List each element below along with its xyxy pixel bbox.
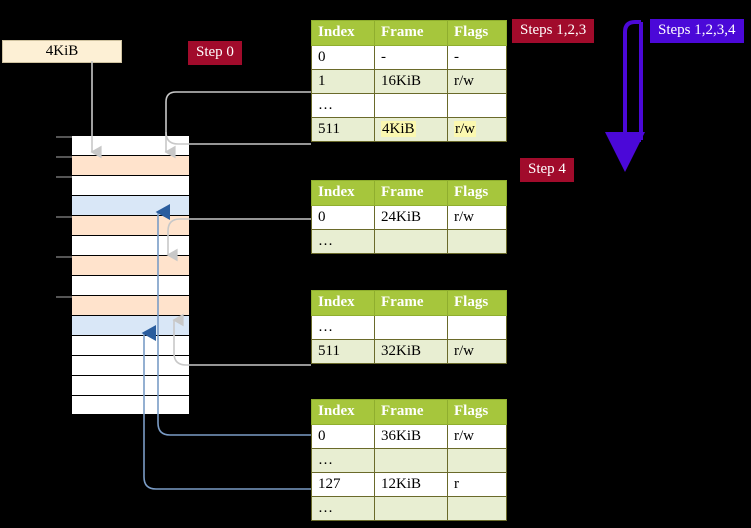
cell-flags: r/w: [447, 339, 507, 364]
cell-flags: [447, 448, 507, 473]
memory-frame-row: [71, 315, 190, 335]
cell-flags: [447, 93, 507, 118]
cell-frame: [374, 315, 448, 340]
memory-frame-row: [71, 335, 190, 355]
cell-frame: [374, 448, 448, 473]
cell-index: 0: [311, 45, 375, 70]
cell-flags: r/w: [447, 205, 507, 230]
cell-flags: [447, 229, 507, 254]
memory-frame-row: [56, 175, 190, 195]
table-row: 511 4KiB r/w: [311, 117, 507, 142]
cell-flags: [447, 496, 507, 521]
column-header-flags: Flags: [447, 399, 507, 425]
step0-badge: Step 0: [188, 41, 242, 65]
cell-flags: r/w: [447, 117, 507, 142]
column-header-frame: Frame: [374, 399, 448, 425]
table-row: …: [311, 229, 507, 254]
highlighted-value: r/w: [454, 120, 476, 137]
table-row: …: [311, 315, 507, 340]
cell-index: …: [311, 229, 375, 254]
cell-frame: [374, 229, 448, 254]
cell-frame: 4KiB: [374, 117, 448, 142]
cell-index: 0: [311, 424, 375, 449]
highlighted-value: 4KiB: [381, 120, 416, 137]
column-header-frame: Frame: [374, 20, 448, 46]
cell-index: 0: [311, 205, 375, 230]
cell-flags: r/w: [447, 424, 507, 449]
cell-frame: -: [374, 45, 448, 70]
physical-memory-column: [56, 135, 190, 415]
memory-size-label: 4KiB: [2, 40, 122, 63]
memory-tick-mark: [56, 156, 72, 158]
memory-frame-row: [56, 255, 190, 275]
step4-badge: Step 4: [520, 158, 574, 182]
column-header-flags: Flags: [447, 180, 507, 206]
column-header-index: Index: [311, 180, 375, 206]
memory-frame-row: [71, 395, 190, 415]
violet-loop-arrow: [605, 20, 645, 172]
connector-pd-to-mem: [172, 313, 311, 366]
cell-frame: 16KiB: [374, 69, 448, 94]
cell-frame: [374, 93, 448, 118]
column-header-frame: Frame: [374, 290, 448, 316]
column-header-frame: Frame: [374, 180, 448, 206]
column-header-index: Index: [311, 399, 375, 425]
cell-index: 511: [311, 339, 375, 364]
memory-frame-row: [71, 195, 190, 215]
cell-frame: [374, 496, 448, 521]
cell-frame: 36KiB: [374, 424, 448, 449]
cell-index: …: [311, 448, 375, 473]
cell-index: 1: [311, 69, 375, 94]
table-row: …: [311, 93, 507, 118]
cell-index: 511: [311, 117, 375, 142]
memory-tick-mark: [56, 216, 72, 218]
column-header-index: Index: [311, 290, 375, 316]
memory-tick-mark: [56, 296, 72, 298]
cell-flags: r/w: [447, 69, 507, 94]
steps123-badge: Steps 1,2,3: [512, 19, 595, 43]
cell-index: …: [311, 496, 375, 521]
column-header-index: Index: [311, 20, 375, 46]
memory-frame-row: [56, 135, 190, 155]
cell-flags: r: [447, 472, 507, 497]
cell-index: …: [311, 315, 375, 340]
cell-frame: 32KiB: [374, 339, 448, 364]
memory-frame-row: [71, 275, 190, 295]
cell-flags: [447, 315, 507, 340]
cell-index: 127: [311, 472, 375, 497]
memory-frame-row: [71, 375, 190, 395]
table-row: …: [311, 496, 507, 521]
table-row: …: [311, 448, 507, 473]
cell-flags: -: [447, 45, 507, 70]
cell-frame: 24KiB: [374, 205, 448, 230]
memory-frame-row: [71, 235, 190, 255]
steps1234-badge: Steps 1,2,3,4: [650, 19, 744, 43]
memory-tick-mark: [56, 136, 72, 138]
column-header-flags: Flags: [447, 290, 507, 316]
column-header-flags: Flags: [447, 20, 507, 46]
memory-frame-row: [56, 155, 190, 175]
cell-frame: 12KiB: [374, 472, 448, 497]
memory-tick-mark: [56, 176, 72, 178]
cell-index: …: [311, 93, 375, 118]
memory-frame-row: [71, 355, 190, 375]
memory-frame-row: [56, 295, 190, 315]
memory-tick-mark: [56, 256, 72, 258]
table-row: 0--: [311, 45, 507, 70]
memory-frame-row: [56, 215, 190, 235]
